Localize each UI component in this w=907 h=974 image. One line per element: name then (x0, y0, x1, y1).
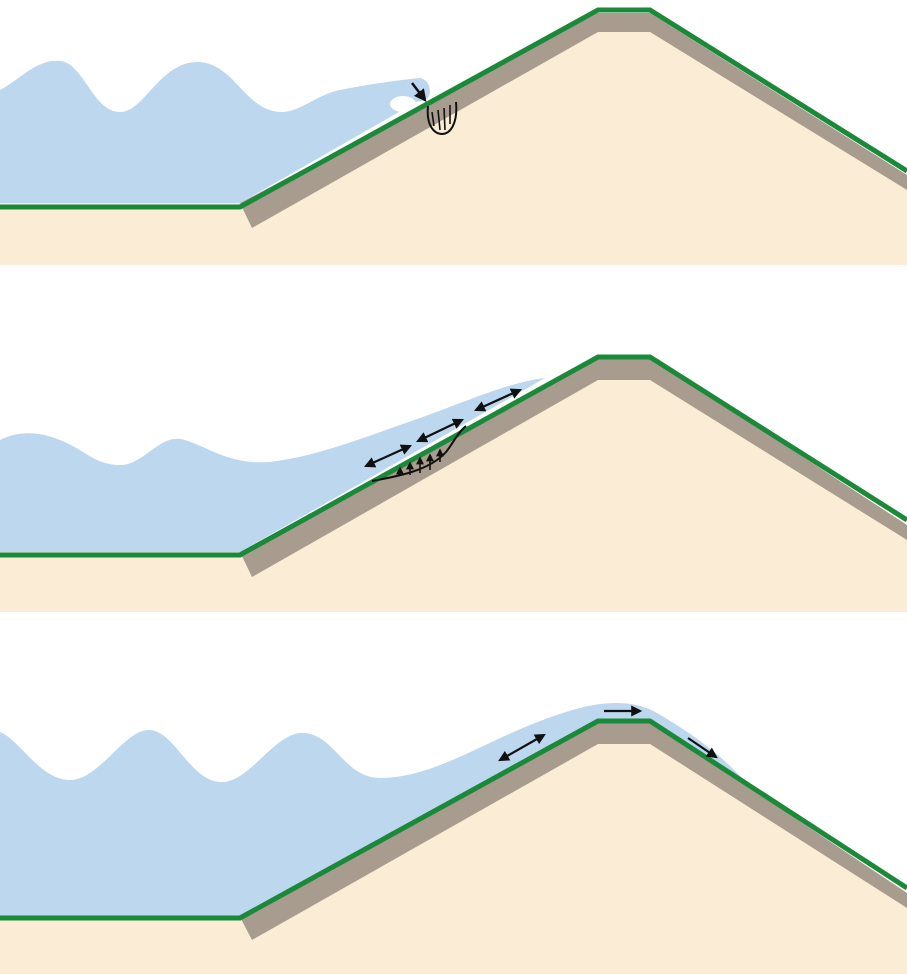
panel-wave-overtopping (0, 690, 907, 974)
panel-wave-impact (0, 0, 907, 265)
panel-wave-run-up (0, 330, 907, 612)
